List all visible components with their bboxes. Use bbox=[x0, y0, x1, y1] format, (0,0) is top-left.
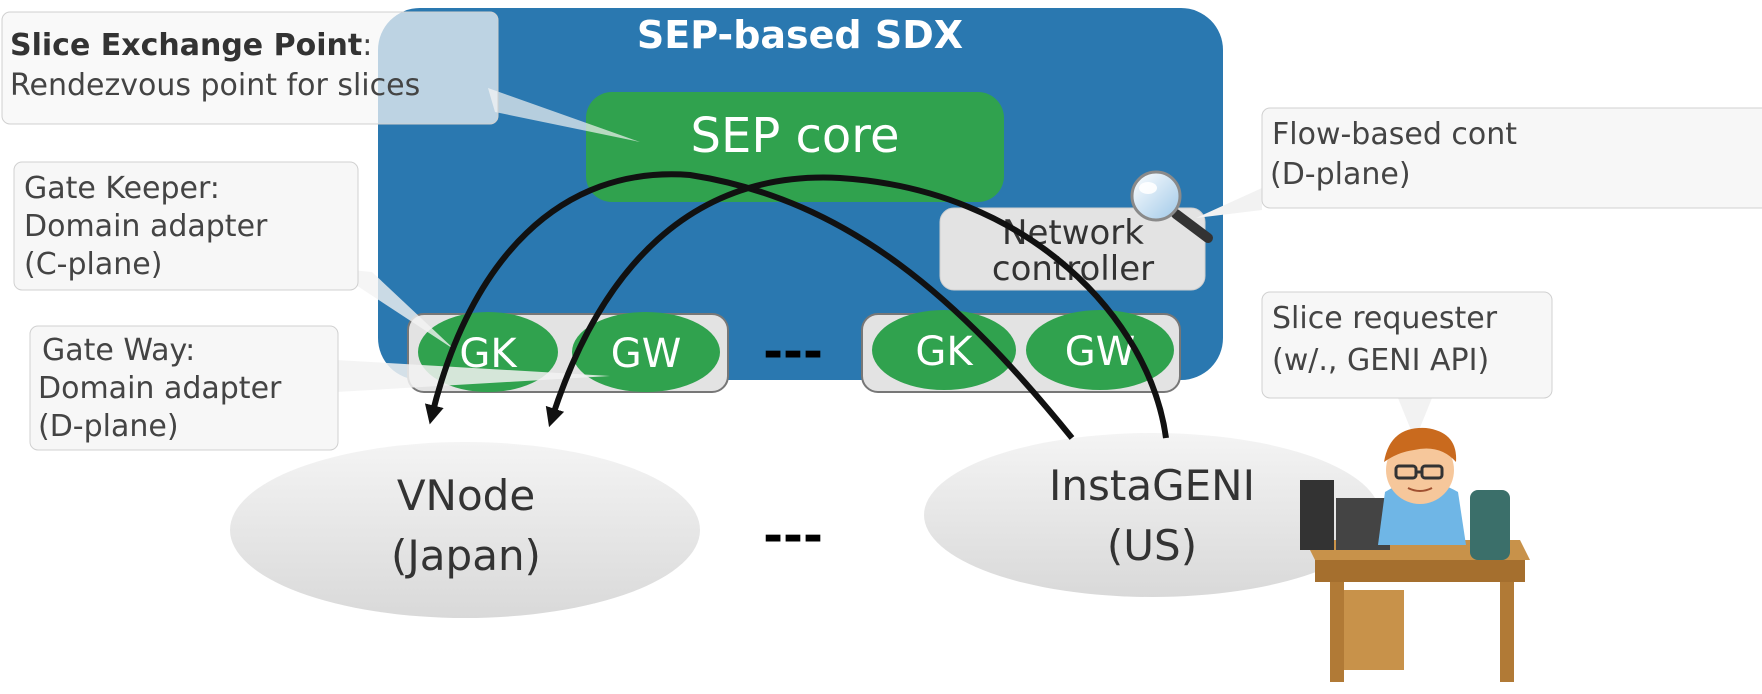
sep-callout-box bbox=[1, 11, 499, 125]
slice-path-arrow-1 bbox=[424, 171, 1075, 440]
right-gk-node bbox=[872, 310, 1016, 390]
gateway-callout-pointer bbox=[336, 360, 610, 392]
instageni-domain bbox=[924, 433, 1380, 597]
sep-callout-pointer bbox=[488, 88, 640, 142]
vnode-label-line1: VNode bbox=[397, 471, 535, 520]
sep-callout-title-line: Slice Exchange Point: bbox=[10, 28, 372, 63]
magnifier-icon bbox=[1130, 170, 1213, 243]
sdx-title: SEP-based SDX bbox=[637, 13, 963, 57]
requester-callout-box bbox=[1261, 291, 1553, 399]
slice-requester-person-icon bbox=[1300, 427, 1530, 682]
sep-callout-description: Rendezvous point for slices bbox=[10, 68, 420, 103]
gatekeeper-callout-pointer bbox=[330, 268, 455, 350]
gateway-callout-line3: (D-plane) bbox=[38, 409, 179, 444]
gatekeeper-callout-line3: (C-plane) bbox=[24, 247, 162, 282]
gatekeeper-callout-line2: Domain adapter bbox=[24, 209, 268, 244]
instageni-label-line2: (US) bbox=[1107, 521, 1197, 570]
domain-separator: --- bbox=[763, 508, 823, 564]
flow-callout-pointer bbox=[1196, 188, 1262, 218]
gatekeeper-callout-line1: Gate Keeper: bbox=[24, 171, 220, 206]
right-gw-label: GW bbox=[1065, 329, 1136, 375]
flow-callout-line1: Flow-based cont bbox=[1272, 117, 1517, 152]
network-controller-box bbox=[939, 207, 1206, 291]
vnode-domain bbox=[230, 442, 700, 618]
vnode-label-line2: (Japan) bbox=[391, 531, 541, 580]
instageni-label-line1: InstaGENI bbox=[1049, 461, 1255, 510]
gateway-callout-line2: Domain adapter bbox=[38, 371, 282, 406]
sep-callout-title: Slice Exchange Point bbox=[10, 28, 362, 63]
sep-callout-title-suffix: : bbox=[362, 28, 372, 63]
flow-callout-line2: (D-plane) bbox=[1270, 157, 1411, 192]
right-gk-label: GK bbox=[915, 329, 974, 375]
gateway-callout-box bbox=[29, 325, 339, 451]
gatekeeper-callout-box bbox=[13, 161, 359, 291]
slice-path-arrow-2 bbox=[545, 174, 1169, 439]
flow-callout-box bbox=[1261, 107, 1762, 209]
adapter-pair-separator: --- bbox=[763, 324, 823, 380]
sep-core-label: SEP core bbox=[691, 108, 900, 164]
requester-callout-line2: (w/., GENI API) bbox=[1272, 343, 1489, 378]
left-gw-label: GW bbox=[611, 331, 682, 377]
requester-callout-line1: Slice requester bbox=[1272, 301, 1498, 336]
requester-callout-pointer bbox=[1398, 398, 1432, 440]
gateway-callout-line1: Gate Way: bbox=[42, 333, 195, 368]
right-gw-node bbox=[1026, 310, 1174, 390]
left-gw-node bbox=[572, 312, 720, 392]
